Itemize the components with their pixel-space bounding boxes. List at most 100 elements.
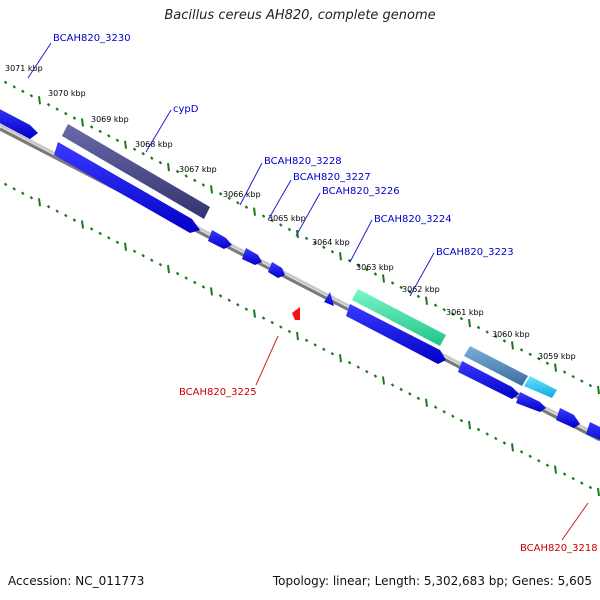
- gene-arrow[interactable]: [242, 248, 262, 265]
- minor-tick: [218, 294, 223, 298]
- minor-tick: [356, 365, 360, 369]
- major-tick: [167, 162, 170, 172]
- minor-tick: [399, 387, 403, 392]
- minor-tick: [537, 458, 541, 463]
- minor-tick: [442, 409, 446, 414]
- gene-arrow[interactable]: [54, 142, 200, 233]
- minor-tick: [408, 392, 412, 396]
- major-tick: [253, 309, 256, 318]
- minor-tick: [201, 183, 206, 187]
- minor-tick: [476, 427, 481, 432]
- minor-tick: [29, 195, 34, 200]
- gene-arrow[interactable]: [458, 361, 519, 399]
- major-tick: [38, 96, 41, 105]
- minor-tick: [313, 241, 317, 245]
- minor-tick: [12, 85, 16, 89]
- minor-tick: [193, 178, 197, 183]
- major-tick: [38, 198, 41, 207]
- minor-tick: [3, 80, 8, 85]
- accession-text: Accession: NC_011773: [8, 574, 145, 588]
- gene-label[interactable]: BCAH820_3228: [264, 156, 342, 167]
- major-tick: [468, 420, 471, 430]
- major-tick: [210, 287, 213, 296]
- major-tick: [167, 264, 170, 274]
- minor-tick: [107, 134, 111, 138]
- gene-label[interactable]: BCAH820_3226: [322, 186, 400, 197]
- minor-tick: [227, 298, 231, 303]
- tick-label: 3070 kbp: [48, 89, 86, 98]
- minor-tick: [55, 107, 59, 111]
- minor-tick: [390, 281, 395, 285]
- major-tick: [382, 376, 385, 385]
- topology-summary: Topology: linear; Length: 5,302,683 bp; …: [272, 574, 592, 588]
- minor-tick: [279, 223, 283, 227]
- minor-tick: [46, 102, 51, 107]
- minor-tick: [3, 182, 8, 187]
- map-title: Bacillus cereus AH820, complete genome: [164, 8, 436, 23]
- minor-tick: [451, 312, 455, 316]
- major-tick: [597, 385, 600, 395]
- minor-tick: [132, 147, 137, 152]
- minor-tick: [545, 463, 550, 467]
- minor-tick: [545, 361, 550, 365]
- minor-tick: [304, 338, 309, 343]
- gene-arrow[interactable]: [0, 104, 38, 139]
- minor-tick: [528, 352, 532, 357]
- major-tick: [511, 443, 514, 452]
- minor-tick: [459, 418, 464, 423]
- minor-tick: [304, 236, 309, 241]
- major-tick: [124, 242, 127, 251]
- major-tick: [382, 274, 385, 283]
- minor-tick: [21, 191, 25, 196]
- minor-tick: [365, 267, 369, 272]
- minor-tick: [287, 227, 292, 232]
- minor-tick: [519, 450, 524, 454]
- feature-BCAH820_3223[interactable]: [464, 346, 528, 386]
- minor-tick: [141, 151, 145, 156]
- minor-tick: [347, 360, 352, 365]
- feature-BCAH820_3224[interactable]: [352, 289, 446, 346]
- minor-tick: [433, 303, 438, 308]
- gene-label[interactable]: BCAH820_3227: [293, 172, 371, 183]
- minor-tick: [107, 236, 111, 240]
- minor-tick: [150, 258, 154, 262]
- gene-arrow[interactable]: [586, 422, 600, 444]
- minor-tick: [330, 249, 335, 254]
- major-tick: [210, 185, 213, 194]
- minor-tick: [12, 187, 16, 191]
- minor-tick: [485, 432, 489, 436]
- gene-label[interactable]: cypD: [173, 104, 199, 115]
- minor-tick: [528, 454, 532, 459]
- minor-tick: [580, 379, 584, 383]
- feature-cypD[interactable]: [62, 124, 210, 219]
- gene-arrow[interactable]: [556, 408, 580, 428]
- minor-tick: [416, 294, 421, 299]
- feature-cyan-bar[interactable]: [524, 376, 557, 398]
- gene-arrow[interactable]: [324, 292, 334, 306]
- minor-tick: [365, 369, 369, 374]
- gene-arrow-reverse[interactable]: [292, 307, 300, 320]
- tick-track-lower: [3, 182, 600, 497]
- gene-label[interactable]: BCAH820_3224: [374, 214, 452, 225]
- gene-label[interactable]: BCAH820_3223: [436, 247, 514, 258]
- gene-label[interactable]: BCAH820_3225: [179, 387, 257, 398]
- gene-arrow[interactable]: [268, 262, 285, 278]
- minor-tick: [98, 231, 102, 236]
- minor-tick: [373, 374, 378, 378]
- minor-tick: [184, 276, 188, 280]
- minor-tick: [141, 253, 145, 258]
- gene-label[interactable]: BCAH820_3218: [520, 543, 598, 554]
- major-tick: [425, 296, 428, 305]
- gene-arrow[interactable]: [346, 304, 446, 364]
- tick-label: 3065 kbp: [268, 214, 306, 223]
- gene-arrow[interactable]: [516, 392, 546, 412]
- major-tick: [425, 398, 428, 407]
- major-tick: [81, 118, 84, 127]
- minor-tick: [502, 441, 507, 445]
- minor-tick: [158, 160, 163, 165]
- gene-label[interactable]: BCAH820_3230: [53, 33, 131, 44]
- tick-label: 3066 kbp: [223, 190, 261, 199]
- gene-arrow[interactable]: [208, 230, 232, 249]
- tick-label: 3063 kbp: [356, 263, 394, 272]
